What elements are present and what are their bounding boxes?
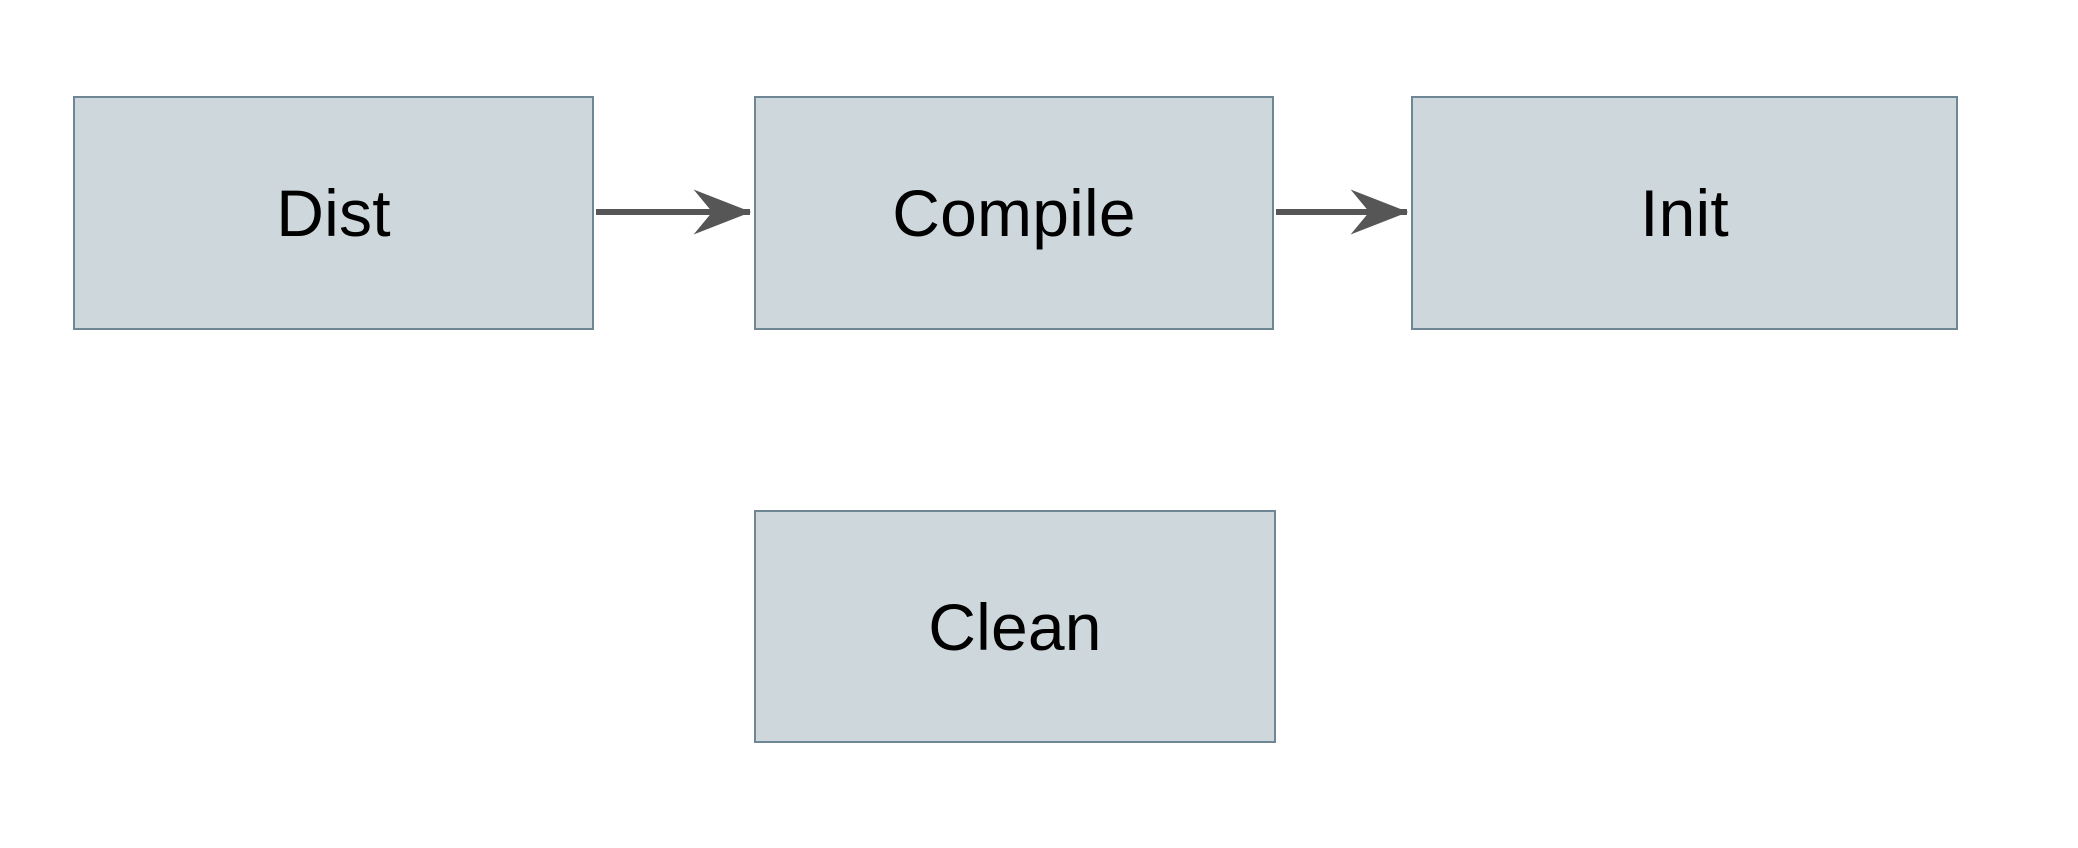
node-dist[interactable]: Dist: [73, 96, 594, 330]
node-init-label: Init: [1640, 176, 1729, 250]
node-compile[interactable]: Compile: [754, 96, 1274, 330]
node-compile-label: Compile: [892, 176, 1136, 250]
node-clean[interactable]: Clean: [754, 510, 1276, 743]
node-dist-label: Dist: [276, 176, 391, 250]
node-init[interactable]: Init: [1411, 96, 1958, 330]
node-clean-label: Clean: [928, 589, 1102, 664]
